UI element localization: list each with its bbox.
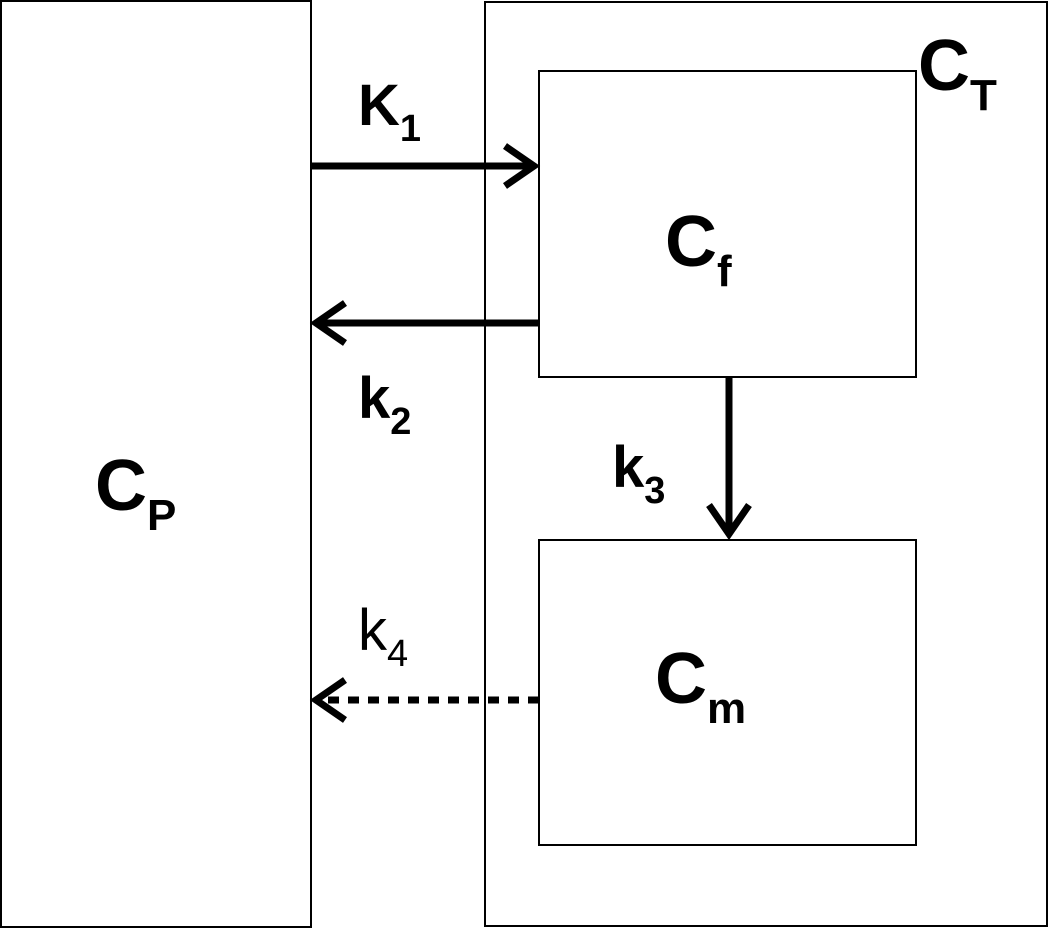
k2-label: k2 [358,366,411,443]
k3-arrowhead [706,503,752,541]
tissue-label: CT [918,26,997,120]
k3-label: k3 [612,435,665,512]
plasma-compartment-box [0,0,312,928]
plasma-label: CP [95,446,176,540]
metabolite-compartment-box [538,539,917,846]
k1-arrowhead [503,143,541,189]
k4-label: k4 [358,598,408,675]
k4-arrowhead [309,677,347,723]
free-label: Cf [665,202,732,296]
free-compartment-box [538,70,917,378]
metabolite-label: Cm [655,639,746,733]
k2-arrowhead [309,300,347,346]
k1-label: K1 [358,73,421,150]
